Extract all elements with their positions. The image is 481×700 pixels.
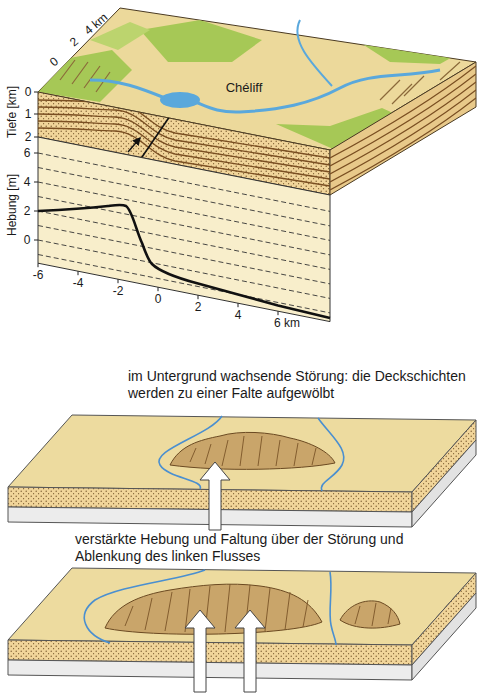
axis-ticks bbox=[158, 287, 159, 291]
tick-label: 2 bbox=[25, 130, 32, 144]
axis-ticks bbox=[34, 211, 38, 212]
uplift-profile bbox=[34, 137, 330, 322]
axis-ticks bbox=[278, 311, 279, 315]
uplift-arrow bbox=[200, 462, 230, 530]
fold-hill bbox=[170, 432, 335, 469]
stage-block bbox=[412, 440, 476, 527]
tick-label: 0 bbox=[25, 85, 32, 99]
tick-label: 0 bbox=[155, 292, 162, 306]
axis-ticks bbox=[34, 182, 38, 183]
scale-label: 0 bbox=[47, 54, 61, 69]
river bbox=[297, 20, 332, 86]
vegetation bbox=[60, 60, 110, 92]
tick-label: 2 bbox=[24, 204, 31, 218]
grid-lines bbox=[38, 168, 330, 226]
strata bbox=[330, 82, 476, 174]
river bbox=[160, 92, 200, 108]
grid-lines bbox=[38, 211, 330, 269]
grid-lines bbox=[38, 182, 330, 240]
axis-ticks bbox=[238, 303, 239, 307]
scale-label: 4 km bbox=[81, 10, 110, 38]
vegetation bbox=[38, 50, 132, 102]
tick-label: 6 bbox=[24, 146, 31, 160]
river bbox=[90, 80, 165, 98]
grid-lines bbox=[38, 153, 330, 211]
movement-arrow bbox=[128, 138, 140, 152]
grid-lines bbox=[38, 226, 330, 284]
grid-lines bbox=[38, 153, 330, 313]
caption: verstärkte Hebung und Faltung über der S… bbox=[75, 531, 420, 565]
river bbox=[330, 572, 336, 645]
stage-block bbox=[8, 415, 476, 492]
strata bbox=[330, 90, 476, 182]
river bbox=[90, 20, 440, 112]
grid-lines bbox=[38, 240, 330, 298]
tick-label: 2 bbox=[195, 300, 202, 314]
depth-ticks bbox=[34, 92, 38, 93]
stage-block bbox=[8, 568, 476, 692]
tick-label: 4 bbox=[235, 308, 242, 322]
block-diagram bbox=[330, 62, 476, 195]
grid-lines bbox=[38, 197, 330, 255]
axis-ticks bbox=[34, 153, 278, 315]
fold-ridge bbox=[340, 601, 400, 628]
depth-ticks bbox=[34, 92, 38, 137]
tick-label: -2 bbox=[113, 284, 124, 298]
uplift-arrow bbox=[185, 610, 215, 692]
tick-label: 1 bbox=[25, 107, 32, 121]
tick-label: 4 bbox=[24, 175, 31, 189]
strata bbox=[330, 66, 476, 158]
axis-ticks bbox=[34, 153, 38, 154]
strata bbox=[330, 66, 476, 190]
axis-ticks bbox=[34, 240, 38, 241]
depth-ticks bbox=[34, 137, 38, 138]
uplift-profile bbox=[38, 137, 330, 322]
depth-ticks bbox=[34, 114, 38, 115]
place-name: Chéliff bbox=[226, 80, 263, 96]
tick-label: 0 bbox=[24, 233, 31, 247]
stage-block bbox=[412, 593, 476, 680]
caption: im Untergrund wachsende Störung: die Dec… bbox=[128, 368, 468, 402]
stage-block bbox=[190, 436, 316, 466]
vegetation bbox=[140, 20, 262, 62]
stage-block bbox=[8, 415, 476, 530]
tick-label: -4 bbox=[73, 276, 84, 290]
stage-block bbox=[8, 568, 476, 645]
strata bbox=[330, 74, 476, 166]
axis-ticks bbox=[198, 295, 199, 299]
axis-title: Tiefe [km] bbox=[5, 86, 19, 138]
vegetation bbox=[356, 30, 472, 64]
axis-ticks bbox=[118, 279, 119, 283]
axis-ticks bbox=[78, 271, 79, 275]
axis-title: Hebung [m] bbox=[5, 174, 19, 236]
scale-label: 2 bbox=[67, 34, 81, 49]
tick-label: 6 km bbox=[274, 316, 300, 330]
stage-block bbox=[8, 660, 412, 680]
tick-label: -6 bbox=[33, 268, 44, 282]
axis-ticks bbox=[38, 263, 39, 267]
strata bbox=[330, 98, 476, 190]
uplift-curve bbox=[38, 205, 330, 318]
uplift-arrow bbox=[235, 610, 265, 692]
grid-lines bbox=[38, 255, 330, 313]
strata bbox=[140, 116, 170, 160]
